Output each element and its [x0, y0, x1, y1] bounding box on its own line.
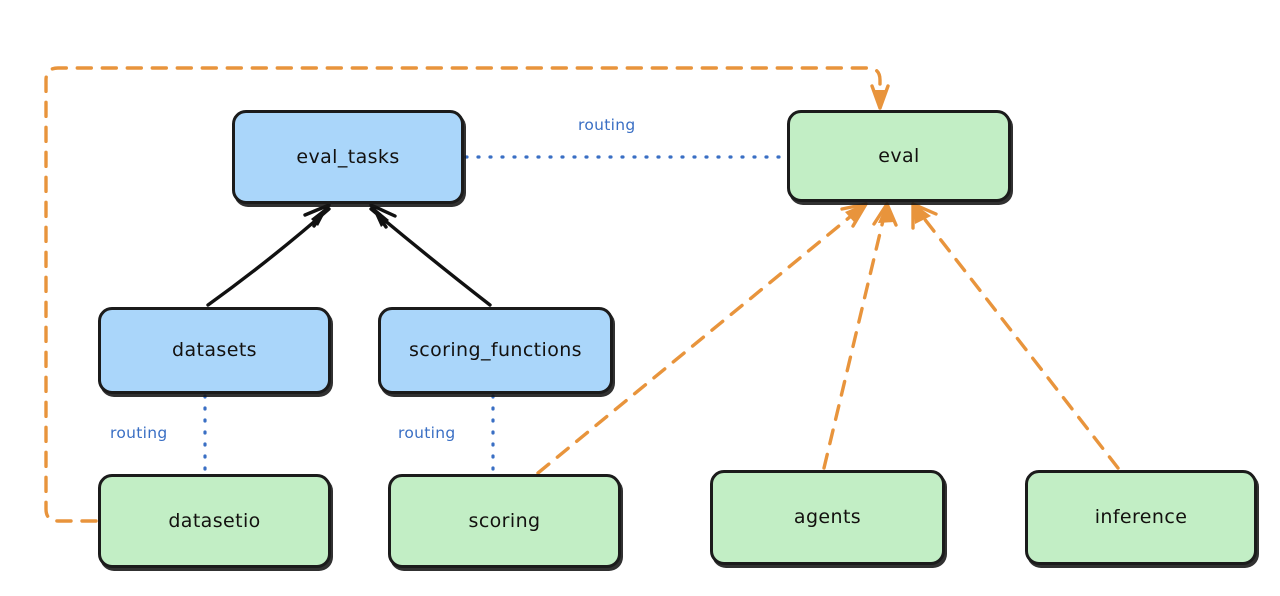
edge-label-routing-scoring-functions-scoring: routing	[398, 424, 456, 442]
node-label-scoring: scoring	[468, 509, 541, 532]
node-label-eval-tasks: eval_tasks	[296, 145, 400, 168]
node-label-datasets: datasets	[172, 339, 257, 362]
node-eval-tasks[interactable]: eval_tasks	[232, 110, 464, 204]
node-scoring[interactable]: scoring	[388, 474, 621, 568]
node-label-datasetio: datasetio	[168, 509, 261, 532]
node-agents[interactable]: agents	[710, 470, 945, 565]
edge-scoring-functions-to-eval-tasks	[369, 203, 492, 307]
node-label-agents: agents	[793, 506, 862, 529]
node-label-eval: eval	[878, 144, 920, 167]
edge-datasets-to-eval-tasks	[206, 203, 331, 307]
node-label-scoring-functions: scoring_functions	[409, 339, 582, 362]
edge-label-routing-datasets-datasetio: routing	[110, 424, 168, 442]
edge-inference-to-eval	[911, 202, 1120, 470]
node-scoring-functions[interactable]: scoring_functions	[378, 307, 613, 394]
edge-label-routing-eval-tasks-eval: routing	[578, 116, 636, 134]
edge-datasetio-to-eval	[44, 66, 890, 523]
edge-agents-to-eval	[822, 202, 898, 470]
node-eval[interactable]: eval	[787, 110, 1011, 202]
node-inference[interactable]: inference	[1025, 470, 1257, 565]
node-datasets[interactable]: datasets	[98, 307, 331, 394]
node-datasetio[interactable]: datasetio	[98, 474, 331, 568]
node-label-inference: inference	[1094, 506, 1188, 529]
